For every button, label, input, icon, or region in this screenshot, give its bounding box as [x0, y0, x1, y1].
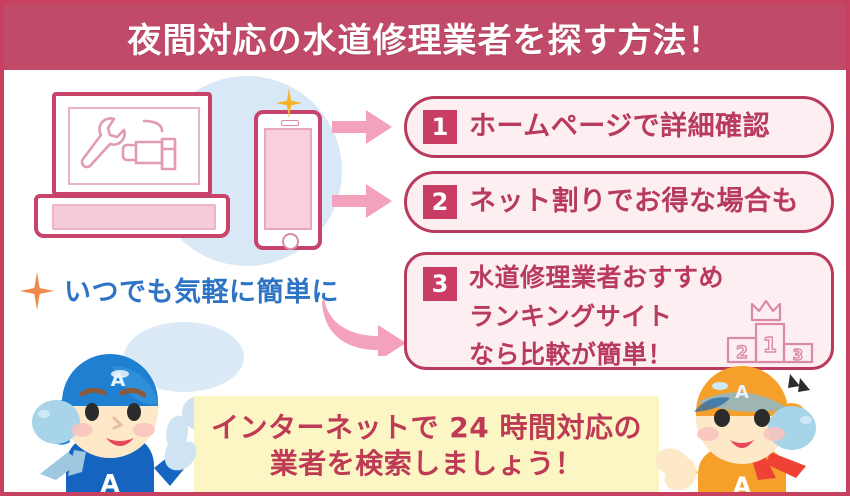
mascot-blue-hand [164, 415, 197, 471]
laptop-screen [68, 107, 200, 185]
wrench-icon [80, 117, 126, 169]
callout-line-1: インターネットで 24 時間対応の [211, 410, 642, 444]
mascot-orange-hand [655, 448, 697, 491]
step-item-1[interactable]: 1 ホームページで詳細確認 [404, 96, 834, 158]
left-caption: いつでも気軽に簡単に [64, 277, 339, 308]
laptop-base [34, 194, 230, 238]
mascot-blue-earpiece [32, 400, 80, 444]
smartphone-illustration [254, 110, 322, 250]
mascot-orange-eye [714, 409, 730, 427]
step-label-line: ランキングサイト [469, 301, 673, 331]
step-label-line: ネット割りでお得な場合も [469, 186, 799, 218]
laptop-lid [52, 92, 212, 196]
screen-icons [80, 117, 177, 171]
step-label-group: ホームページで詳細確認 [469, 113, 770, 141]
mascot-blue-eye [127, 403, 141, 421]
mascot-orange-cap-band [698, 392, 788, 412]
podium-rank-second: 2 [736, 343, 748, 363]
mascot-orange-eye [754, 409, 770, 427]
phone-screen [264, 128, 312, 230]
laptop-illustration [34, 92, 234, 242]
step-number-badge: 1 [423, 110, 457, 144]
step-number-badge: 3 [423, 267, 457, 301]
mascot-blue-eye [85, 403, 99, 421]
crown-icon [750, 299, 782, 322]
page-title: 夜間対応の水道修理業者を探す方法！ [127, 20, 723, 61]
step-label-line: なら比較が簡単！ [469, 340, 674, 369]
phone-speaker [281, 120, 299, 126]
step-number-badge: 2 [423, 185, 457, 219]
laptop-keyboard [52, 204, 216, 230]
step-label-line: 水道修理業者おすすめ [469, 263, 725, 292]
sparkle-icon [20, 272, 54, 310]
phone-home-button [282, 233, 299, 250]
mascot-orange: A A [650, 356, 846, 496]
arrow-right-icon [332, 110, 392, 144]
step-label-line: ホームページで詳細確認 [469, 111, 771, 143]
step-item-3[interactable]: 3 水道修理業者おすすめ ランキングサイト なら比較が簡単！ [404, 252, 834, 370]
callout-box: インターネットで 24 時間対応の 業者を検索しましょう！ [194, 396, 659, 492]
step-item-2[interactable]: 2 ネット割りでお得な場合も [404, 171, 834, 233]
arrow-right-icon [332, 184, 392, 218]
mascot-orange-cap-letter: A [735, 382, 749, 403]
step-label-group: 水道修理業者おすすめ ランキングサイト なら比較が簡単！ [469, 255, 724, 371]
faucet-icon [121, 119, 177, 171]
step-label-group: ネット割りでお得な場合も [469, 188, 799, 216]
title-bar: 夜間対応の水道修理業者を探す方法！ [4, 4, 846, 70]
podium-steps [726, 322, 814, 364]
podium-illustration: 1 2 3 [722, 299, 818, 365]
mascot-blue: A A [8, 326, 204, 496]
podium-rank-third: 3 [793, 346, 803, 364]
arrow-curved-icon [322, 296, 408, 356]
mascot-blue-cap-letter: A [111, 369, 126, 391]
podium-rank-first: 1 [763, 333, 777, 357]
mascot-blue-shirt-letter: A [100, 469, 120, 496]
mascot-orange-shirt-letter: A [733, 472, 752, 496]
callout-line-2: 業者を検索しましょう！ [269, 447, 584, 480]
